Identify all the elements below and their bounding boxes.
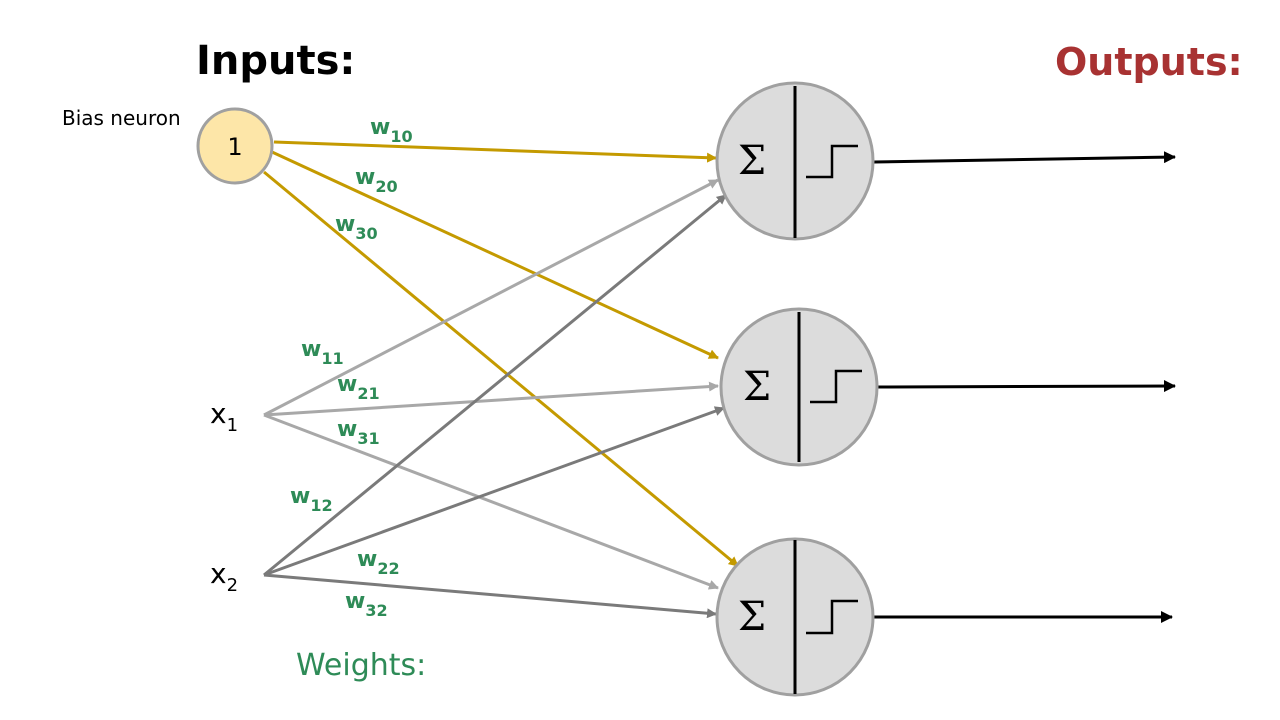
x2-edges	[263, 193, 727, 619]
bias-edges	[263, 140, 739, 568]
edge-bias-n3	[263, 170, 739, 568]
output-arrows	[873, 151, 1176, 623]
neuron-1: Σ	[715, 81, 875, 241]
outputs-heading: Outputs:	[1055, 40, 1243, 84]
neuron-2: Σ	[719, 307, 879, 467]
weight-w22: w22	[357, 547, 400, 578]
output-arrow-2	[877, 380, 1176, 393]
bias-label: Bias neuron	[62, 106, 181, 130]
edge-x2-n2	[263, 406, 725, 577]
bias-neuron: 1	[196, 107, 274, 185]
weight-labels: w10 w20 w30 w11 w21 w31 w12 w22 w32	[290, 115, 413, 620]
weight-w21: w21	[337, 372, 380, 403]
weight-w12: w12	[290, 484, 333, 515]
x1-edges	[263, 178, 719, 590]
step-function-icon	[810, 369, 862, 404]
edge-x1-n3	[263, 413, 719, 590]
weight-w31: w31	[337, 417, 380, 448]
sum-symbol: Σ	[743, 364, 771, 410]
output-arrow-1	[873, 151, 1176, 164]
step-function-icon	[806, 144, 858, 179]
input-x2: x2	[210, 557, 238, 596]
sum-symbol: Σ	[738, 594, 766, 640]
step-function-icon	[806, 599, 858, 635]
inputs-heading: Inputs:	[196, 38, 355, 84]
weight-w11: w11	[301, 337, 344, 368]
weight-w30: w30	[335, 212, 378, 243]
edge-bias-n1	[273, 140, 717, 163]
edge-x1-n2	[263, 381, 719, 417]
weight-w32: w32	[345, 589, 388, 620]
weight-w20: w20	[355, 165, 398, 196]
edge-x2-n1	[263, 193, 727, 577]
input-x1: x1	[210, 397, 238, 436]
edge-x2-n3	[263, 573, 717, 619]
bias-value: 1	[227, 133, 242, 161]
edge-bias-n2	[271, 150, 719, 360]
sum-symbol: Σ	[738, 138, 766, 184]
neuron-3: Σ	[715, 537, 875, 697]
edge-x1-n1	[263, 178, 719, 417]
weights-heading: Weights:	[296, 648, 426, 683]
weight-w10: w10	[370, 115, 413, 146]
